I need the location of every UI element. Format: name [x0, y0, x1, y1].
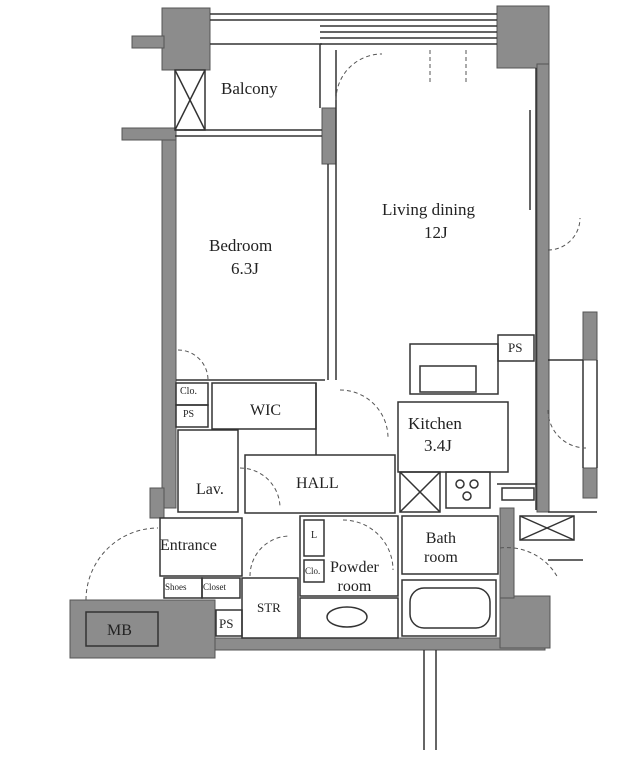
label-mb: MB: [107, 622, 132, 639]
label-wic: WIC: [250, 402, 282, 419]
label-powder-room: Powder room: [330, 559, 379, 596]
wall-stub-top-left: [131, 35, 165, 49]
label-ps-kitchen: PS: [508, 340, 523, 355]
label-str: STR: [257, 600, 281, 615]
wall-right-lower: [582, 311, 598, 361]
wall-bottom-left: [69, 599, 216, 659]
label-kitchen: Kitchen: [408, 414, 462, 433]
label-living-dining-size: 12J: [424, 223, 448, 242]
label-clo-bedroom: Clo.: [180, 386, 197, 397]
wall-pillar-top-left: [161, 7, 211, 71]
label-clo-small: Clo.: [305, 566, 321, 576]
wall-right-lower-2: [582, 467, 598, 499]
label-shoes: Shoes: [165, 582, 187, 592]
label-closet: Closet: [203, 582, 227, 592]
wall-stub-left-mid: [121, 127, 177, 141]
wall-column-kitchen: [499, 507, 515, 599]
label-living-dining: Living dining: [382, 200, 476, 219]
label-bedroom-size: 6.3J: [231, 259, 259, 278]
label-l: L: [311, 530, 318, 541]
wall-right-outer: [536, 63, 550, 513]
label-bedroom: Bedroom: [209, 236, 273, 255]
wall-column-balcony: [321, 107, 337, 165]
label-bath-room: Bath room: [424, 530, 458, 567]
label-ps-bedroom: PS: [183, 409, 195, 420]
wall-bottom: [214, 637, 546, 651]
label-hall: HALL: [296, 475, 339, 492]
wall-left-entrance: [149, 487, 165, 519]
wall-left-outer: [161, 129, 177, 509]
label-ps-bottom: PS: [219, 616, 234, 631]
label-entrance: Entrance: [160, 537, 217, 554]
label-lav: Lav.: [196, 481, 224, 498]
wall-bottom-right: [499, 595, 551, 649]
wall-pillar-top-right: [496, 5, 550, 69]
label-kitchen-size: 3.4J: [424, 436, 452, 455]
label-balcony: Balcony: [221, 79, 278, 98]
